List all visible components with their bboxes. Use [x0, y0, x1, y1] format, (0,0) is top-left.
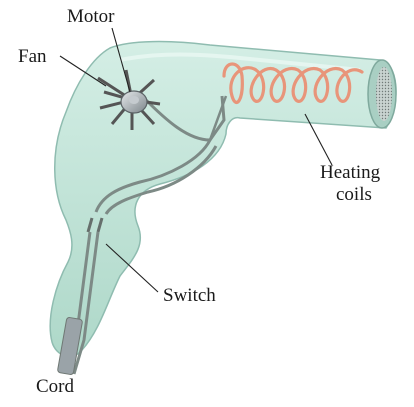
heating-coils-label-line2: coils — [336, 184, 372, 205]
switch-label: Switch — [163, 285, 216, 306]
motor-hub-cap — [129, 96, 139, 104]
nozzle-mesh — [376, 67, 392, 121]
heating-coils-label-line1: Heating — [320, 162, 380, 183]
cord-label: Cord — [36, 376, 74, 397]
fan-label: Fan — [18, 46, 47, 67]
motor-label: Motor — [67, 6, 115, 27]
